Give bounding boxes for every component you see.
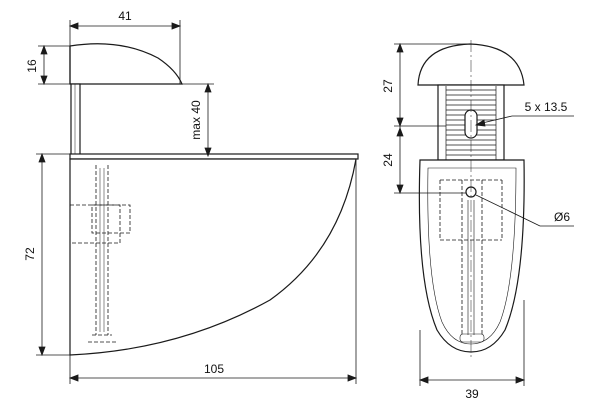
side-dimension-lines: [36, 20, 358, 384]
side-height-body-label: 72: [23, 247, 37, 261]
side-post: [70, 83, 81, 157]
front-hole-label: Ø6: [554, 210, 570, 224]
front-view: [417, 40, 525, 360]
side-height-top-label: 16: [25, 59, 39, 73]
side-shelf-bar: [69, 153, 359, 160]
front-dimension-lines: [394, 42, 574, 386]
side-bracket-body: [69, 158, 357, 356]
front-height-top-label: 27: [381, 79, 395, 93]
side-width-top-label: 41: [118, 9, 132, 23]
side-max-gap-label: max 40: [189, 100, 203, 140]
side-view: [69, 43, 359, 356]
front-height-slot-label: 24: [381, 153, 395, 167]
front-slot-label: 5 x 13.5: [525, 100, 568, 114]
side-width-total-label: 105: [204, 362, 224, 376]
side-top-clamp: [69, 43, 183, 85]
front-width-total-label: 39: [465, 387, 479, 401]
side-hidden-screw: [69, 165, 131, 343]
